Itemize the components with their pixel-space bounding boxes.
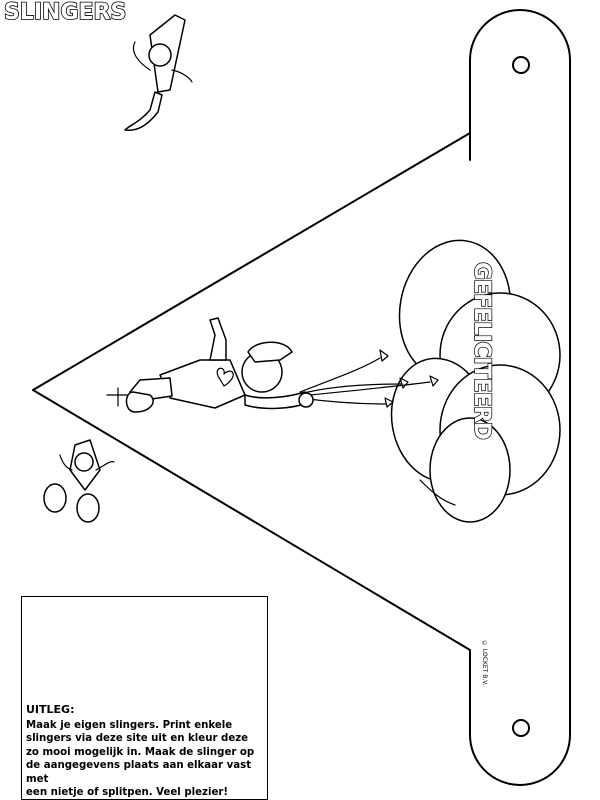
pencil-mascot-icon [124, 14, 193, 131]
instruction-body: Maak je eigen slingers. Print enkele sli… [26, 720, 255, 799]
punch-hole-icon [512, 719, 530, 737]
scissors-mascot-icon [43, 439, 115, 523]
balloon-text: GEFELICITEERD [468, 261, 494, 439]
punch-hole-icon [512, 56, 530, 74]
instruction-box: UITLEG: Maak je eigen slingers. Print en… [21, 596, 268, 800]
balloons-illustration [299, 239, 561, 523]
instruction-heading: UITLEG: [26, 703, 75, 716]
copyright-text: © LOCKET B.V. [481, 640, 488, 686]
page-title: SLINGERS [3, 0, 127, 26]
child-illustration [106, 317, 314, 413]
